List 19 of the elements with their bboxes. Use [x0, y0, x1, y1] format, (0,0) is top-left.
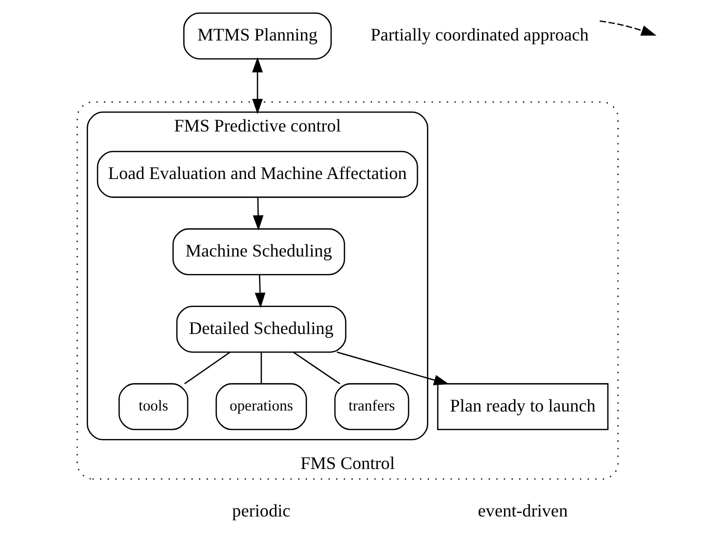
node-box: Plan ready to launch [436, 383, 608, 430]
connector [260, 352, 262, 384]
label: event-driven [477, 500, 568, 521]
node-box: Detailed Scheduling [176, 306, 346, 353]
arrow [336, 352, 449, 386]
node-box: tranfers [334, 383, 409, 430]
arrow [254, 274, 265, 308]
arrow [252, 57, 262, 114]
node-text: Partially coordinated approach [370, 24, 588, 45]
node-box: operations [215, 383, 306, 430]
label: periodic [232, 500, 290, 521]
node-box: Load Evaluation and Machine Affectation [96, 150, 418, 198]
node-box: tools [118, 383, 188, 430]
connector [184, 352, 230, 384]
arrow [599, 20, 656, 36]
node-box: Machine Scheduling [172, 228, 345, 276]
arrow [252, 197, 264, 231]
connector [292, 352, 340, 384]
node-box: MTMS Planning [182, 12, 332, 60]
